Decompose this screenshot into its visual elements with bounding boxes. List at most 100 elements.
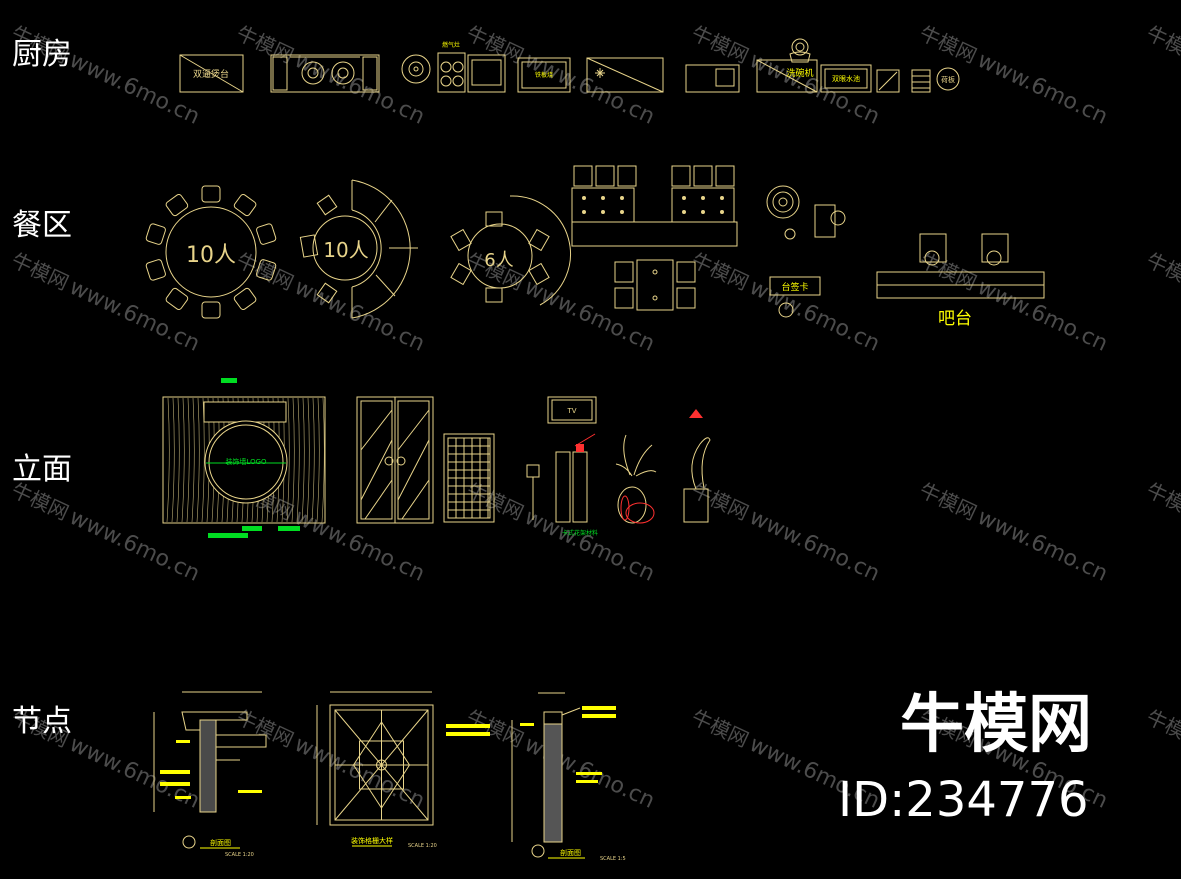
detail-row: 剖面图 SCALE 1:20 装饰格栅大样 SCALE 1:20: [153, 691, 626, 862]
section-label-dining: 餐区: [12, 208, 72, 243]
table-6-label: 6人: [484, 250, 513, 271]
chair: [165, 194, 189, 217]
watermark-brand: 牛模网: [1143, 705, 1181, 752]
four-person-table: [614, 259, 696, 311]
chair: [256, 259, 277, 281]
lattice-screen: [443, 433, 495, 523]
watermark-site: www.6mo.cn: [65, 505, 203, 587]
watermark-brand: 牛模网: [916, 21, 981, 68]
watermark-site: www.6mo.cn: [520, 48, 658, 130]
svg-text:燃气灶: 燃气灶: [442, 41, 460, 49]
pedestals: 卡式花架材料: [526, 433, 598, 537]
chair: [145, 223, 166, 245]
section-label-kitchen: 厨房: [12, 37, 72, 72]
oven-block: [467, 54, 506, 93]
feature-wall: 装饰墙LOGO: [162, 378, 326, 538]
watermark-brand: 牛模网: [688, 705, 753, 752]
dining-row: 10人 10人 6人: [145, 165, 1045, 329]
section-2-title: 装饰格栅大样: [351, 836, 393, 845]
watermark-brand: 牛模网: [8, 248, 73, 295]
watermark-site: www.6mo.cn: [520, 505, 658, 587]
single-burner-block: [401, 54, 431, 84]
round-table-10-b: 10人: [299, 179, 418, 319]
four-burner-block: 燃气灶: [437, 41, 466, 93]
section-1-title: 剖面图: [210, 838, 231, 847]
section-label-elevation: 立面: [12, 452, 72, 487]
chair: [233, 194, 257, 217]
scale-1: SCALE 1:20: [225, 852, 254, 858]
watermark-site: www.6mo.cn: [745, 505, 883, 587]
watermark-site: www.6mo.cn: [290, 48, 428, 130]
watermark-site: www.6mo.cn: [973, 505, 1111, 587]
shelf-block: [911, 69, 931, 93]
plant-vase: [615, 434, 657, 524]
round-table-10-a: 10人: [145, 185, 277, 319]
kitchen-row: 双逼煲台 燃气灶 铁板烧: [179, 38, 960, 93]
watermark-brand: 牛模网: [688, 21, 753, 68]
watermark-brand: 牛模网: [688, 248, 753, 295]
elevation-row: 装饰墙LOGO TV: [162, 378, 711, 538]
chair: [256, 223, 277, 245]
fryer-block: 铁板烧: [517, 57, 571, 93]
watermark-brand: 牛模网: [463, 705, 528, 752]
chair: [201, 185, 221, 203]
chair: [233, 287, 257, 310]
watermark-site: www.6mo.cn: [65, 48, 203, 130]
table-10-a-label: 10人: [186, 243, 236, 268]
brand-id-text: ID:234776: [838, 772, 1089, 828]
prep-table-block: [586, 57, 664, 93]
lattice-panel-detail: 装饰格栅大样 SCALE 1:20: [316, 691, 490, 849]
dishwasher-block: 洗碗机: [756, 38, 818, 93]
tv-label: TV: [566, 407, 576, 415]
table-10-b-label: 10人: [323, 238, 368, 262]
section-detail-1: 剖面图 SCALE 1:20: [153, 691, 267, 858]
svg-text:铁板烧: 铁板烧: [535, 71, 553, 79]
tall-vase: [683, 409, 711, 523]
watermark-brand: 牛模网: [1143, 478, 1181, 525]
watermark-brand: 牛模网: [233, 248, 298, 295]
gas-range-block: [270, 54, 380, 93]
double-stove-label: 双逼煲台: [193, 68, 229, 80]
watermark-site: www.6mo.cn: [520, 275, 658, 357]
watermark-brand: 牛模网: [688, 478, 753, 525]
booth-seating: [571, 165, 738, 247]
double-door: [356, 396, 434, 524]
section-3-title: 剖面图: [560, 848, 581, 857]
round-table-6: 6人: [450, 195, 571, 306]
chair: [145, 259, 166, 281]
svg-text:双眼水池: 双眼水池: [832, 74, 860, 83]
small-box-block: [876, 69, 900, 93]
note-label: 卡式花架材料: [562, 529, 598, 537]
scale-3: SCALE 1:5: [600, 856, 626, 862]
pendant-sign: 台签卡: [769, 276, 821, 318]
bar-counter: 吧台: [876, 233, 1045, 329]
double-stove-block: 双逼煲台: [179, 54, 244, 93]
watermark-brand: 牛模网: [1143, 21, 1181, 68]
round-decor: [766, 185, 846, 240]
bar-label: 吧台: [938, 309, 972, 329]
sink-block: [685, 64, 740, 93]
chair: [201, 301, 221, 319]
section-detail-3: 剖面图 SCALE 1:5: [511, 692, 626, 862]
logo-label: 装饰墙LOGO: [225, 457, 267, 466]
tv-unit: TV: [547, 396, 597, 424]
round-block: 荷板: [936, 67, 960, 91]
watermark-site: www.6mo.cn: [745, 275, 883, 357]
watermark-brand: 牛模网: [1143, 248, 1181, 295]
scale-2: SCALE 1:20: [408, 843, 437, 849]
double-sink-block: 双眼水池: [820, 64, 872, 93]
